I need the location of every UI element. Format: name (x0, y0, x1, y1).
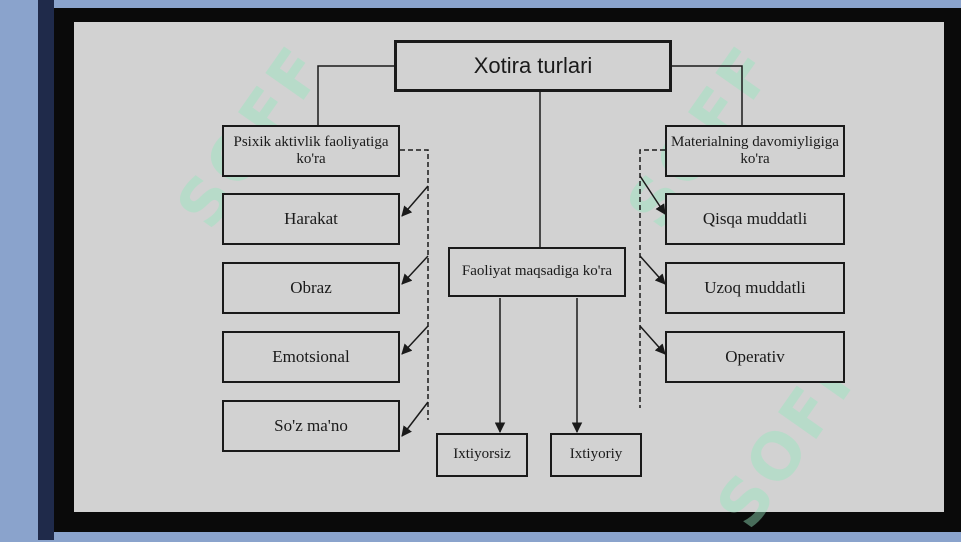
right-item-qisqa: Qisqa muddatli (665, 193, 845, 245)
arrow-obraz (401, 255, 429, 285)
right-category-node: Materialning davomiyligiga ko'ra (665, 125, 845, 177)
left-item-harakat: Harakat (222, 193, 400, 245)
root-node: Xotira turlari (394, 40, 672, 92)
arrow-harakat (401, 185, 429, 217)
side-stripe (38, 0, 54, 540)
left-item-soz-mano: So'z ma'no (222, 400, 400, 452)
right-item-uzoq: Uzoq muddatli (665, 262, 845, 314)
arrow-soz-mano (401, 401, 429, 437)
right-item-operativ: Operativ (665, 331, 845, 383)
arrow-qisqa (639, 175, 666, 215)
right-spine (639, 149, 665, 408)
center-item-ixtiyoriy: Ixtiyoriy (550, 433, 642, 477)
root-to-left-line (317, 65, 394, 125)
left-spine (400, 149, 429, 420)
root-to-right-line (672, 65, 743, 125)
arrow-emotsional (401, 325, 429, 355)
arrow-uzoq (639, 255, 666, 285)
arrow-operativ (639, 325, 666, 355)
center-category-node: Faoliyat maqsadiga ko'ra (448, 247, 626, 297)
left-item-obraz: Obraz (222, 262, 400, 314)
center-item-ixtiyorsiz: Ixtiyorsiz (436, 433, 528, 477)
left-item-emotsional: Emotsional (222, 331, 400, 383)
left-category-node: Psixik aktivlik faoliyatiga ko'ra (222, 125, 400, 177)
